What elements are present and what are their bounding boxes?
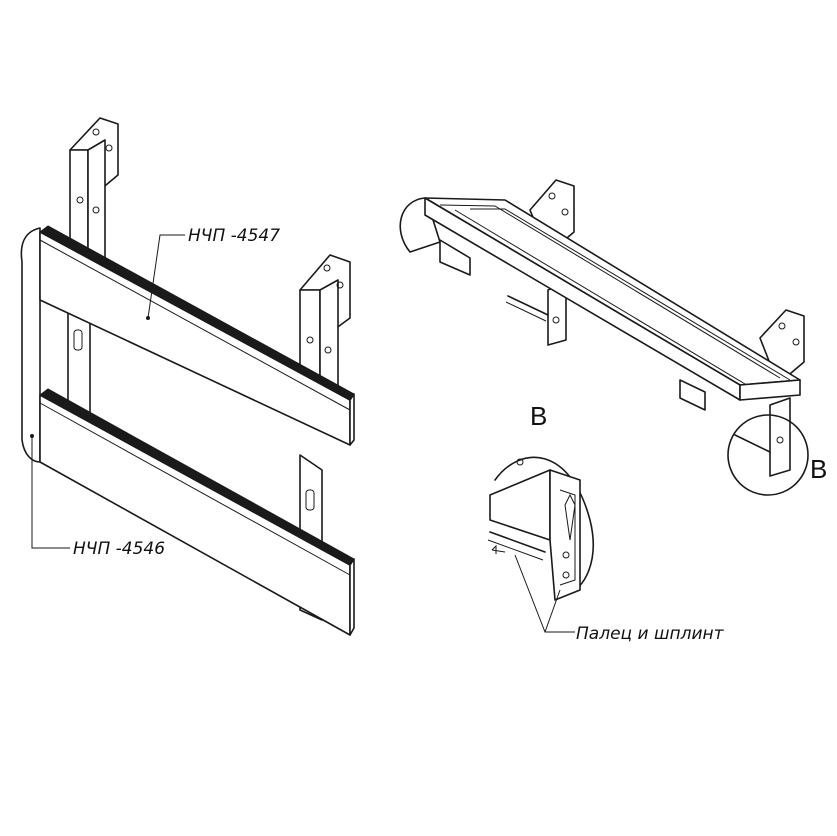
rail-upper xyxy=(39,225,355,446)
pin-rear xyxy=(507,295,549,316)
label-pin: Палец и шплинт xyxy=(576,624,725,644)
left-assembly: НЧП -4547 НЧП -4546 xyxy=(20,117,355,636)
detail-callout-b: B xyxy=(810,454,827,484)
beam-channel xyxy=(439,239,471,276)
beam-channel xyxy=(679,379,706,411)
end-cap-curved xyxy=(20,227,41,463)
left-bracket-upper xyxy=(69,117,119,263)
detail-view-b: B xyxy=(487,401,594,601)
detail-title-b: B xyxy=(530,401,547,431)
label-part-lower: НЧП -4546 xyxy=(73,539,165,559)
leader-lower xyxy=(31,436,70,549)
leader-upper xyxy=(147,234,185,319)
label-part-upper: НЧП -4547 xyxy=(188,226,280,246)
slot xyxy=(305,489,315,511)
leader-pin-2 xyxy=(544,589,561,633)
slot xyxy=(73,329,83,351)
detail-circle-b xyxy=(727,414,809,496)
right-beam xyxy=(424,197,801,401)
pin-front xyxy=(734,434,771,453)
right-assembly: B B Палец и шплинт xyxy=(399,179,827,644)
rail-lower xyxy=(39,388,355,636)
